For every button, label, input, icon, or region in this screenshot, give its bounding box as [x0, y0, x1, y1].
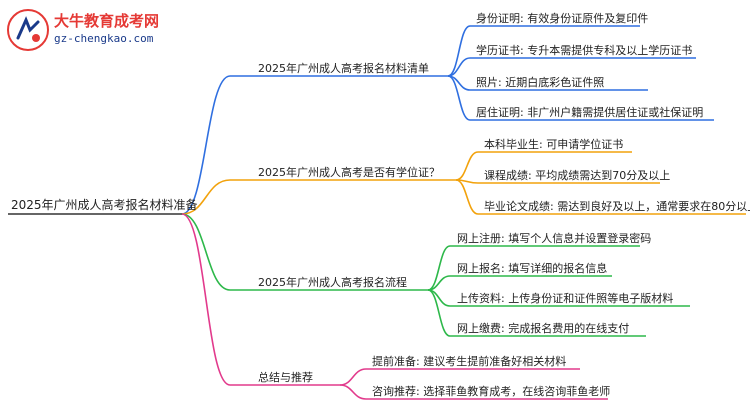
- leaf-label: 网上报名: 填写详细的报名信息: [457, 262, 608, 275]
- leaf-label: 课程成绩: 平均成绩需达到70分及以上: [484, 169, 671, 182]
- branch-connector: [181, 179, 231, 215]
- root-node-label: 2025年广州成人高考报名材料准备: [11, 198, 198, 212]
- brand-logo: 大牛教育成考网 gz-chengkao.com: [6, 8, 196, 52]
- branch-label-summary: 总结与推荐: [258, 371, 313, 384]
- leaf-label: 学历证书: 专升本需提供专科及以上学历证书: [476, 44, 693, 57]
- leaf-connector: [447, 25, 471, 77]
- branch-connector: [181, 213, 231, 386]
- leaf-label: 提前准备: 建议考生提前准备好相关材料: [372, 355, 567, 368]
- leaf-connector: [339, 368, 367, 386]
- leaf-label: 毕业论文成绩: 需达到良好及以上，通常要求在80分以上: [484, 200, 750, 213]
- leaf-label: 身份证明: 有效身份证原件及复印件: [476, 12, 649, 25]
- leaf-connector: [455, 179, 479, 215]
- leaf-connector: [339, 384, 367, 400]
- branch-label-materials: 2025年广州成人高考报名材料清单: [258, 62, 429, 75]
- leaf-label: 居住证明: 非广州户籍需提供居住证或社保证明: [476, 106, 704, 119]
- leaf-label: 上传资料: 上传身份证和证件照等电子版材料: [457, 292, 674, 305]
- branch-label-process: 2025年广州成人高考报名流程: [258, 276, 407, 289]
- brand-url: gz-chengkao.com: [54, 32, 154, 45]
- leaf-label: 咨询推荐: 选择菲鱼教育成考，在线咨询菲鱼老师: [372, 385, 611, 398]
- leaf-connector: [455, 151, 479, 181]
- leaf-connector: [427, 245, 451, 291]
- branch-label-degree: 2025年广州成人高考是否有学位证？: [258, 166, 440, 179]
- leaf-connector: [427, 289, 451, 337]
- branch-connector: [181, 75, 231, 215]
- branch-connector: [181, 213, 231, 291]
- brand-name: 大牛教育成考网: [54, 12, 160, 30]
- leaf-label: 网上缴费: 完成报名费用的在线支付: [457, 322, 630, 335]
- brand-logo-icon: [7, 9, 49, 51]
- leaf-label: 网上注册: 填写个人信息并设置登录密码: [457, 232, 652, 245]
- leaf-label: 本科毕业生: 可申请学位证书: [484, 138, 624, 151]
- leaf-label: 照片: 近期白底彩色证件照: [476, 76, 605, 89]
- leaf-connector: [447, 75, 471, 121]
